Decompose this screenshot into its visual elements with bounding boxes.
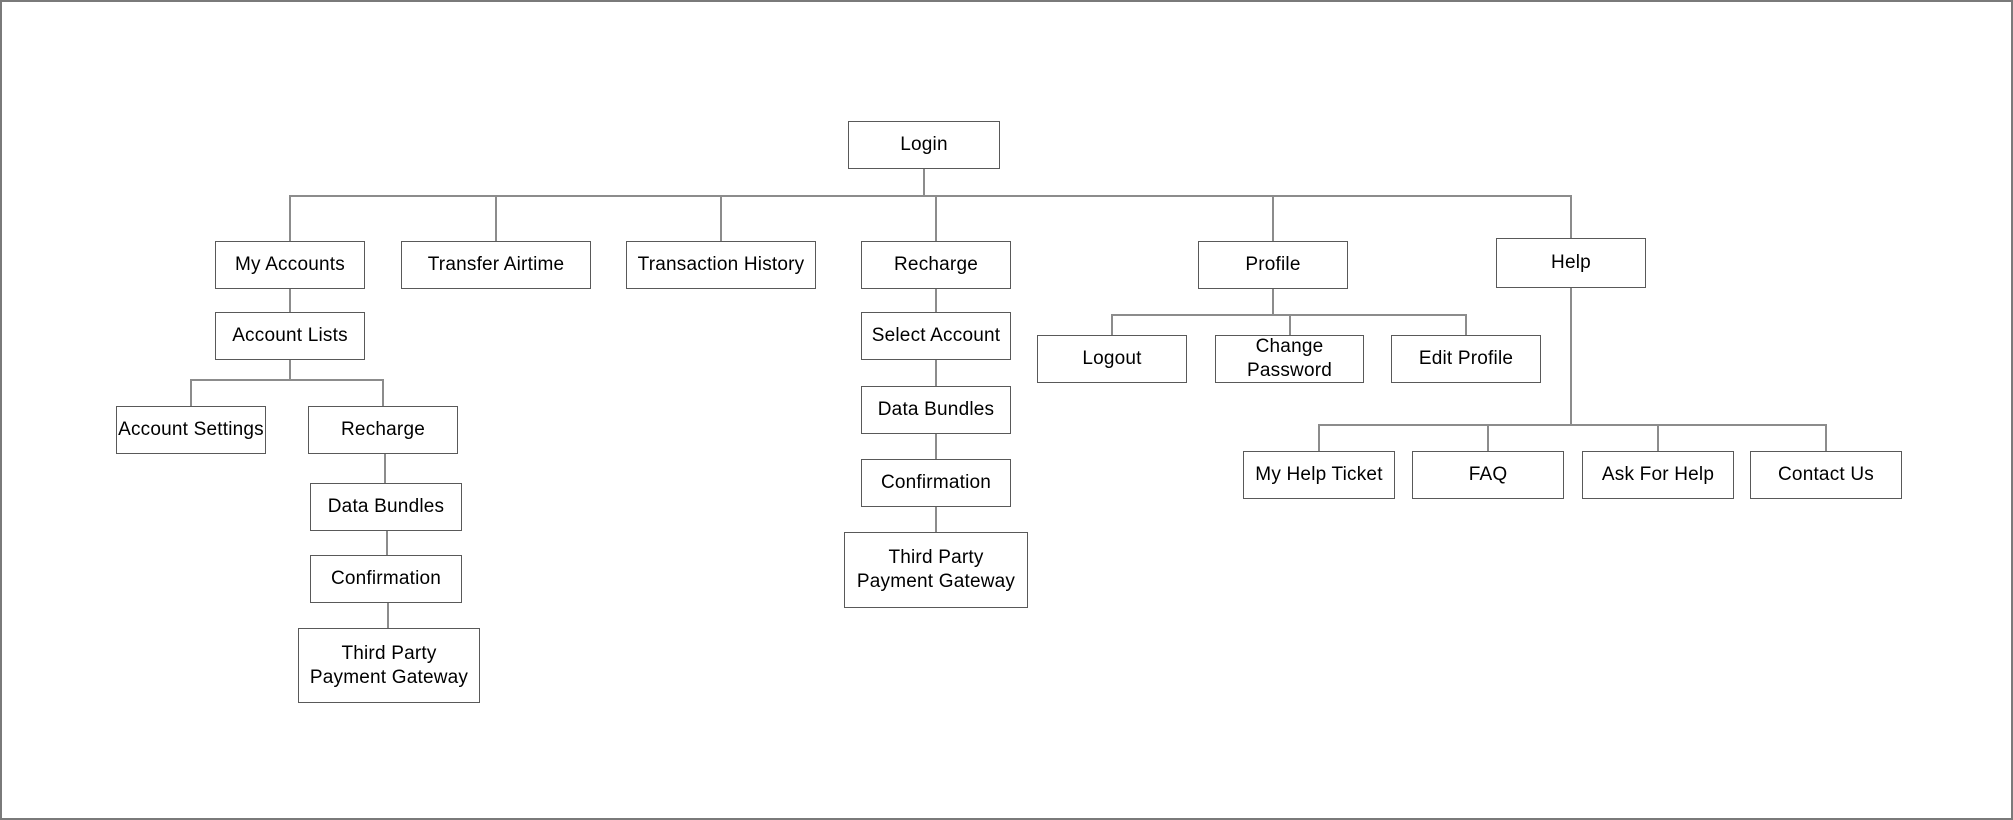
node-recharge-sub-label: Recharge <box>341 419 425 440</box>
node-logout-label: Logout <box>1082 348 1142 369</box>
node-transfer-airtime: Transfer Airtime <box>401 241 591 289</box>
connector-line <box>1272 195 1274 241</box>
connector-line <box>1570 195 1572 238</box>
node-account-lists-label: Account Lists <box>232 325 348 346</box>
node-transaction-history: Transaction History <box>626 241 816 289</box>
node-logout: Logout <box>1037 335 1187 383</box>
node-ask-for-help: Ask For Help <box>1582 451 1734 499</box>
node-data-bundles-left: Data Bundles <box>310 483 462 531</box>
node-edit-profile-label: Edit Profile <box>1418 348 1514 369</box>
connector-line <box>384 454 386 483</box>
node-profile: Profile <box>1198 241 1348 289</box>
node-my-help-ticket-label: My Help Ticket <box>1255 464 1383 485</box>
connector-line <box>1111 314 1113 335</box>
connector-line <box>190 379 383 381</box>
connector-line <box>1465 314 1467 335</box>
connector-line <box>1318 424 1320 451</box>
connector-line <box>290 195 1571 197</box>
node-third-party-payment-gateway-left: Third Party Payment Gateway <box>298 628 480 703</box>
node-contact-us: Contact Us <box>1750 451 1902 499</box>
node-change-password-label: Change Password <box>1246 336 1333 381</box>
node-my-accounts-label: My Accounts <box>235 254 345 275</box>
node-faq-label: FAQ <box>1468 464 1508 485</box>
node-login-label: Login <box>900 134 948 155</box>
connector-line <box>1272 289 1274 315</box>
connector-line <box>935 507 937 532</box>
node-third-party-payment-gateway-left-label: Third Party Payment Gateway <box>309 642 469 688</box>
node-account-settings-label: Account Settings <box>118 419 264 440</box>
connector-line <box>289 195 291 241</box>
connector-line <box>387 603 389 628</box>
node-recharge-label: Recharge <box>894 254 978 275</box>
node-confirmation-left: Confirmation <box>310 555 462 603</box>
node-confirmation-left-label: Confirmation <box>330 568 442 589</box>
node-confirmation-mid-label: Confirmation <box>880 472 992 493</box>
connector-line <box>720 195 722 241</box>
connector-line <box>935 195 937 241</box>
node-recharge-sub: Recharge <box>308 406 458 454</box>
node-data-bundles-left-label: Data Bundles <box>327 496 445 517</box>
node-login: Login <box>848 121 1000 169</box>
node-contact-us-label: Contact Us <box>1778 464 1874 485</box>
node-account-settings: Account Settings <box>116 406 266 454</box>
node-change-password: Change Password <box>1215 335 1364 383</box>
node-select-account: Select Account <box>861 312 1011 360</box>
connector-line <box>495 195 497 241</box>
connector-line <box>1318 424 1826 426</box>
node-data-bundles-mid: Data Bundles <box>861 386 1011 434</box>
node-help-label: Help <box>1551 252 1591 273</box>
node-data-bundles-mid-label: Data Bundles <box>877 399 995 420</box>
node-edit-profile: Edit Profile <box>1391 335 1541 383</box>
node-my-help-ticket: My Help Ticket <box>1243 451 1395 499</box>
node-third-party-payment-gateway-mid-label: Third Party Payment Gateway <box>856 547 1016 592</box>
connector-line <box>1487 424 1489 451</box>
connector-line <box>935 434 937 459</box>
connector-line <box>1657 424 1659 451</box>
connector-line <box>935 289 937 312</box>
node-third-party-payment-gateway-mid: Third Party Payment Gateway <box>844 532 1028 608</box>
node-ask-for-help-label: Ask For Help <box>1601 464 1715 485</box>
node-transfer-airtime-label: Transfer Airtime <box>427 254 565 275</box>
node-transaction-history-label: Transaction History <box>637 254 805 275</box>
connector-line <box>1570 288 1572 425</box>
node-recharge: Recharge <box>861 241 1011 289</box>
node-my-accounts: My Accounts <box>215 241 365 289</box>
node-help: Help <box>1496 238 1646 288</box>
connector-line <box>289 289 291 312</box>
connector-line <box>935 360 937 386</box>
node-confirmation-mid: Confirmation <box>861 459 1011 507</box>
node-faq: FAQ <box>1412 451 1564 499</box>
connector-line <box>923 169 925 196</box>
connector-line <box>1111 314 1466 316</box>
connector-line <box>289 360 291 380</box>
node-profile-label: Profile <box>1245 254 1301 275</box>
node-select-account-label: Select Account <box>871 325 1001 346</box>
connector-line <box>1825 424 1827 451</box>
connector-line <box>386 531 388 555</box>
connector-line <box>382 379 384 406</box>
connector-line <box>1289 314 1291 335</box>
node-account-lists: Account Lists <box>215 312 365 360</box>
connector-line <box>190 379 192 406</box>
